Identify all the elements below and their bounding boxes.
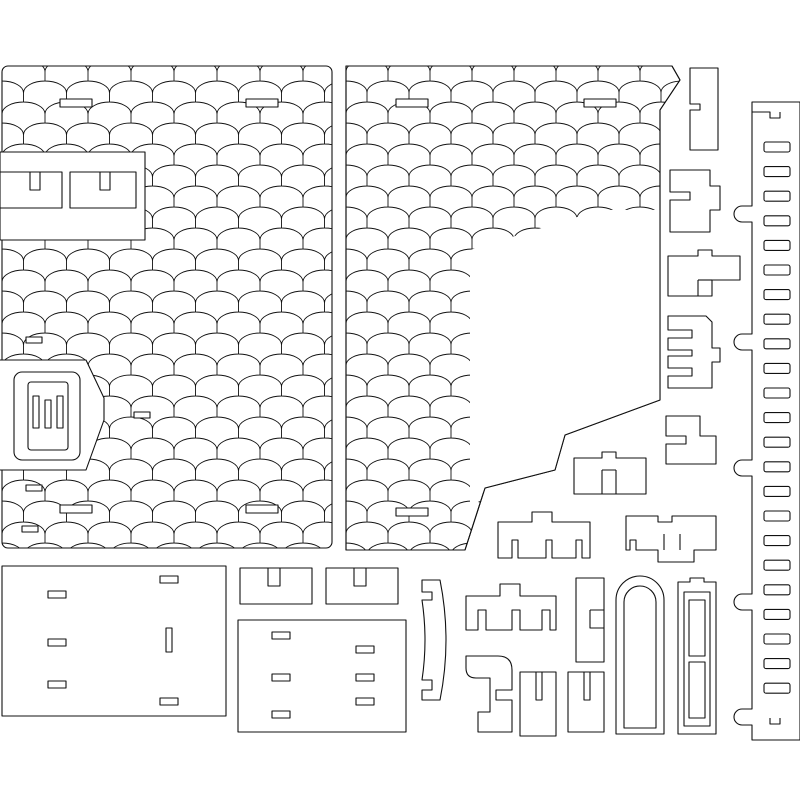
base-plate-left bbox=[2, 566, 226, 716]
slot bbox=[396, 99, 428, 107]
comb-piece-b bbox=[626, 516, 716, 562]
rail-slot bbox=[764, 511, 790, 521]
rail-slot bbox=[764, 216, 790, 226]
slot bbox=[60, 99, 92, 107]
roof-panel-left bbox=[0, 60, 368, 564]
rail-slot bbox=[764, 659, 790, 669]
slot bbox=[134, 412, 150, 418]
bracket-piece-4 bbox=[574, 452, 646, 494]
rail-slot bbox=[764, 486, 790, 496]
rail-slot bbox=[764, 167, 790, 177]
rail-slot bbox=[764, 363, 790, 373]
tab-piece-right bbox=[326, 568, 398, 604]
scale-row bbox=[0, 60, 368, 564]
rail-slot bbox=[764, 560, 790, 570]
base-plate-right bbox=[238, 620, 406, 732]
rail-slot bbox=[764, 683, 790, 693]
tab-piece-left bbox=[240, 568, 312, 604]
slot bbox=[26, 485, 42, 491]
rail-slot bbox=[764, 240, 790, 250]
rail-slot bbox=[764, 339, 790, 349]
rail-slot bbox=[764, 609, 790, 619]
rail-slot bbox=[764, 314, 790, 324]
slot bbox=[26, 337, 42, 343]
gable-tab-block bbox=[0, 152, 145, 240]
slot bbox=[246, 505, 278, 513]
rail-slot bbox=[764, 536, 790, 546]
slot bbox=[60, 505, 92, 513]
comb-piece-a bbox=[498, 512, 590, 558]
curved-strut bbox=[422, 580, 446, 700]
rail-slot bbox=[764, 437, 790, 447]
roof-scales-left bbox=[0, 60, 368, 564]
arched-window bbox=[616, 576, 664, 734]
bracket-piece-2 bbox=[668, 250, 740, 296]
rail-slot bbox=[764, 634, 790, 644]
notch-strut bbox=[576, 578, 604, 662]
rail-slot bbox=[764, 290, 790, 300]
bracket-piece-1 bbox=[670, 170, 720, 232]
ladder-frame bbox=[678, 578, 716, 734]
slot bbox=[246, 99, 278, 107]
slot bbox=[396, 508, 428, 516]
comb-piece-c bbox=[466, 584, 556, 630]
hook-piece bbox=[466, 656, 512, 732]
rail-slot bbox=[764, 265, 790, 275]
rail-slot bbox=[764, 413, 790, 423]
slot bbox=[22, 526, 38, 532]
rail-slot bbox=[764, 462, 790, 472]
rail-slot bbox=[764, 142, 790, 152]
roof-panel-right bbox=[304, 60, 703, 564]
gable-door-panel bbox=[0, 360, 104, 470]
u-piece-2 bbox=[568, 672, 604, 732]
rail-slot bbox=[764, 585, 790, 595]
bracket-piece-3 bbox=[666, 416, 716, 464]
rail-slot bbox=[764, 388, 790, 398]
slot bbox=[584, 99, 616, 107]
u-piece-1 bbox=[520, 672, 556, 736]
rail-slot bbox=[764, 191, 790, 201]
small-bracket-top bbox=[690, 68, 718, 150]
side-rail-with-slots bbox=[734, 102, 800, 740]
comb-piece bbox=[668, 316, 720, 388]
